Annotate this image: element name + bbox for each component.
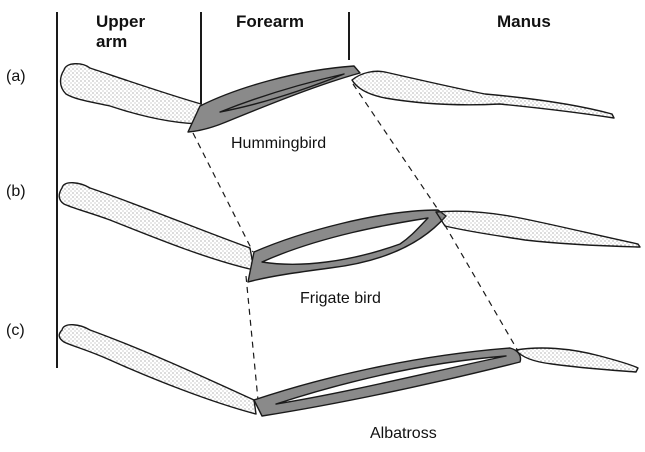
species-label-frigate-bird: Frigate bird — [300, 290, 381, 308]
manus-a — [352, 71, 614, 118]
albatross-wing-bones — [59, 325, 638, 416]
manus-header: Manus — [497, 12, 551, 32]
radius-ulna-b — [248, 210, 446, 282]
manus-c — [516, 348, 638, 372]
species-label-hummingbird: Hummingbird — [231, 135, 326, 153]
upper-arm-header-line2: arm — [96, 32, 145, 52]
species-label-albatross: Albatross — [370, 425, 437, 443]
upper-arm-header: Upper arm — [96, 12, 145, 52]
hummingbird-wing-bones — [61, 64, 615, 132]
radius-ulna-c — [254, 348, 521, 416]
forearm-header: Forearm — [236, 12, 304, 32]
manus-b — [436, 211, 640, 247]
elbow-dash-b-c — [246, 276, 258, 400]
humerus-a — [61, 64, 206, 124]
upper-arm-header-line1: Upper — [96, 12, 145, 32]
radius-ulna-a — [188, 66, 360, 132]
row-label-b: (b) — [6, 183, 26, 201]
region-dividers — [57, 12, 349, 368]
frigate-bird-wing-bones — [59, 183, 640, 282]
row-label-c: (c) — [6, 322, 25, 340]
row-label-a: (a) — [6, 68, 26, 86]
humerus-c — [59, 325, 256, 414]
